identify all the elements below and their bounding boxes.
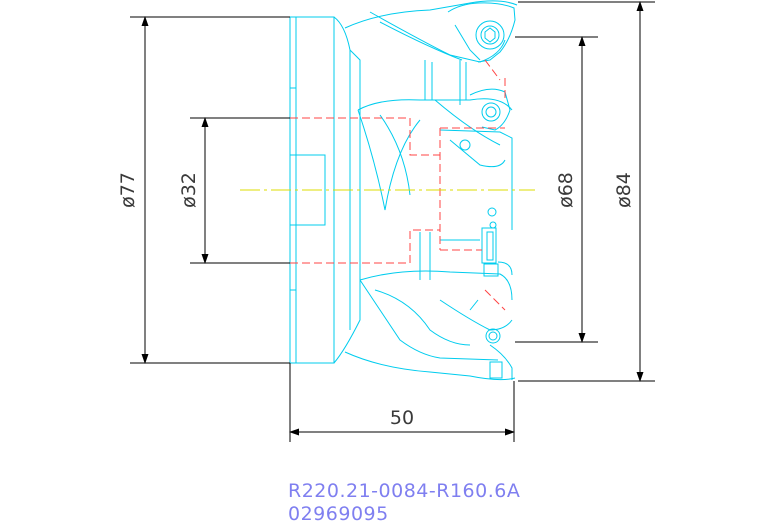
part-code: 02969095 [288,503,389,525]
part-number: R220.21-0084-R160.6A [288,480,521,502]
dim-text-d84: ø84 [613,172,635,208]
dim-text-length: 50 [390,407,414,429]
dim-text-d68: ø68 [555,172,577,208]
cutter-body-outline [289,0,518,381]
dim-text-d32: ø32 [178,172,200,208]
dim-text-d77: ø77 [117,172,139,208]
hidden-lines [290,59,506,311]
dimension-lines [130,1,655,442]
